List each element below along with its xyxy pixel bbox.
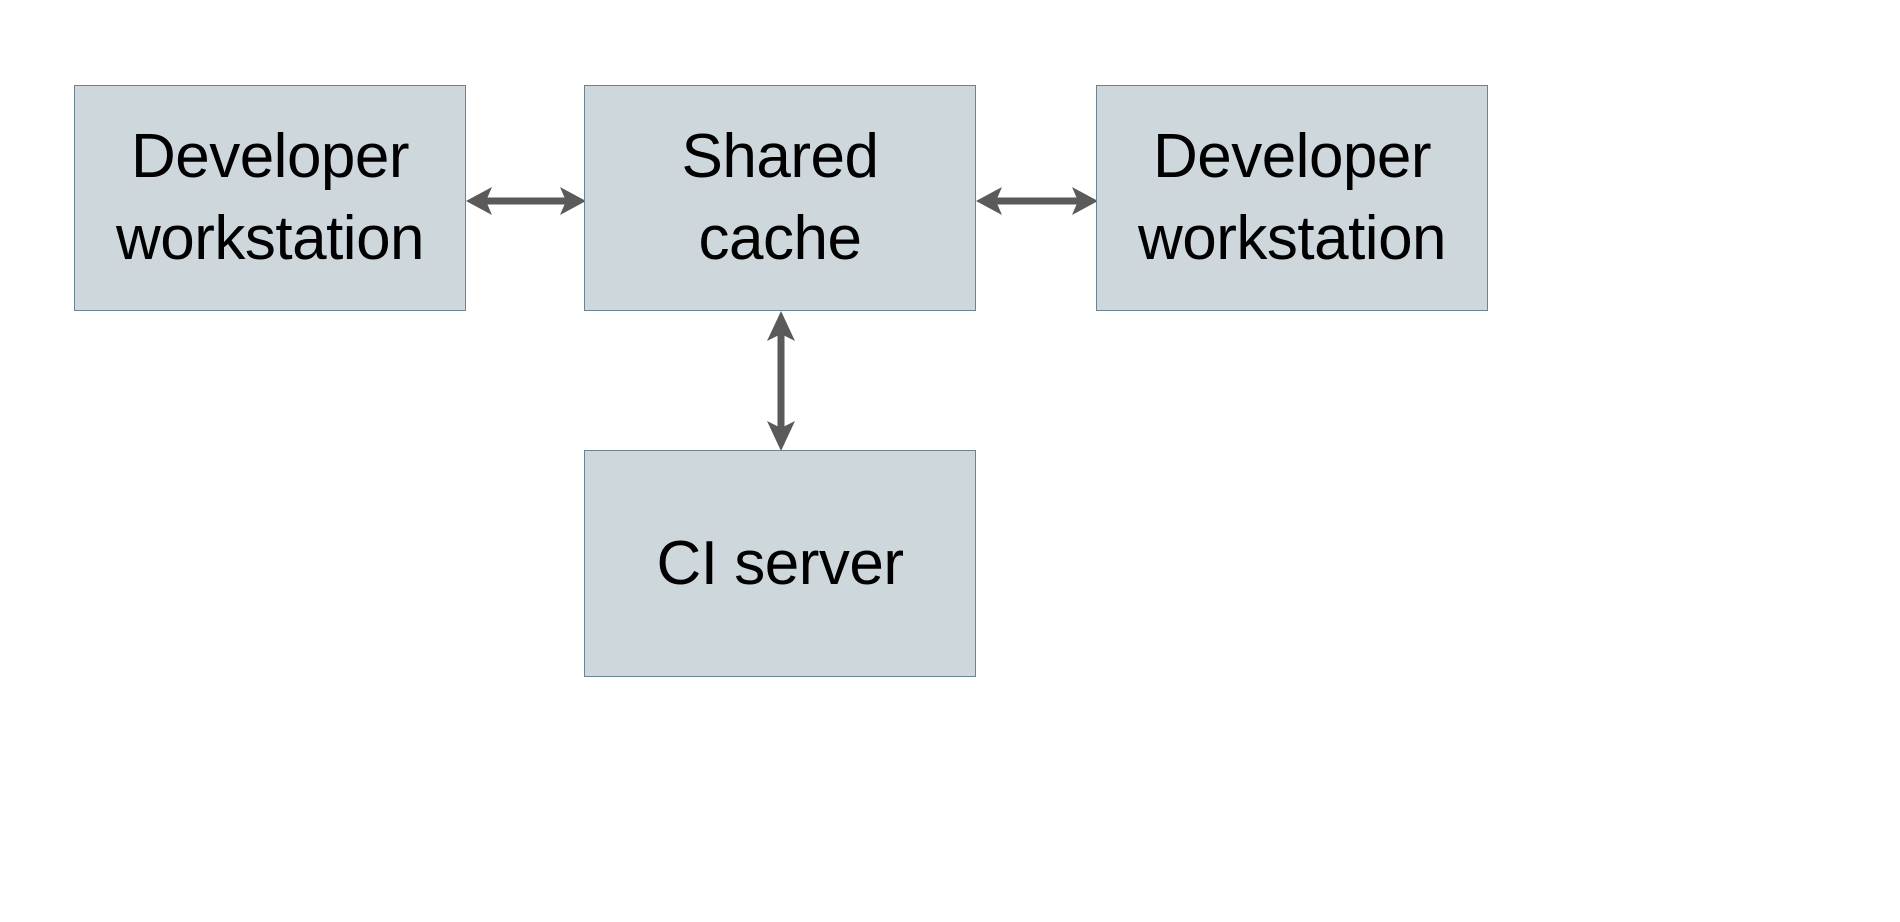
node-label: Shared cache [681,122,879,273]
double-arrow-icon [466,187,586,215]
node-label: Developer workstation [115,122,425,273]
node-developer-workstation-left[interactable]: Developer workstation [74,85,466,311]
node-ci-server[interactable]: CI server [584,450,976,677]
double-arrow-icon [767,311,795,451]
node-label: CI server [656,528,904,598]
double-arrow-icon [976,187,1098,215]
edge-developer-workstation-left-to-shared-cache[interactable] [466,176,586,226]
node-developer-workstation-right[interactable]: Developer workstation [1096,85,1488,311]
node-label: Developer workstation [1137,122,1447,273]
edge-shared-cache-to-developer-workstation-right[interactable] [976,176,1098,226]
node-shared-cache[interactable]: Shared cache [584,85,976,311]
edge-shared-cache-to-ci-server[interactable] [756,311,806,451]
